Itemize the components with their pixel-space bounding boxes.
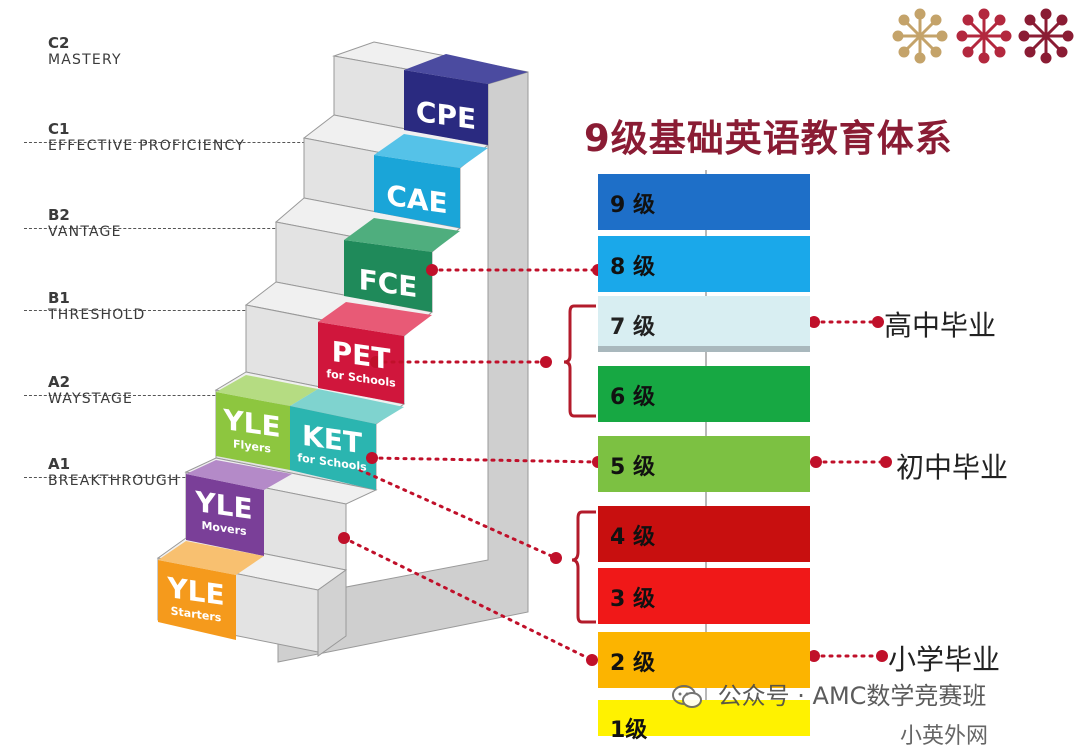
exam-block-cae (374, 155, 460, 228)
bracket-6-7 (563, 304, 596, 418)
connector-starters (342, 536, 594, 662)
cefr-code: B2 (48, 206, 70, 224)
cefr-level-c2: C2 MASTERY (48, 34, 122, 69)
cefr-code: A2 (48, 373, 71, 391)
connector-dot (338, 532, 350, 544)
cefr-code: B1 (48, 289, 70, 307)
exam-block-yle-flyers-top (216, 375, 318, 406)
divider (24, 395, 240, 396)
cefr-level-b1: B1 THRESHOLD (48, 289, 145, 324)
level-label: 2 级 (610, 651, 655, 676)
exam-block-cpe-top (404, 54, 528, 84)
exam-block-cpe (404, 70, 488, 145)
divider (24, 142, 330, 143)
cefr-level-a1: A1 BREAKTHROUGH (48, 455, 180, 490)
milestone-primary: 小学毕业 (888, 643, 1001, 676)
cefr-name: EFFECTIVE PROFICIENCY (48, 138, 246, 154)
connector-flyers (358, 468, 558, 560)
watermark-secondary: 小英外网 (900, 724, 989, 749)
connector-dot (540, 356, 552, 368)
divider (24, 477, 210, 478)
bracket-3-4 (571, 510, 596, 624)
cefr-name: THRESHOLD (48, 307, 146, 323)
snowflake-logo-maroon (1018, 8, 1074, 64)
cefr-name: WAYSTAGE (48, 391, 134, 407)
cefr-level-a2: A2 WAYSTAGE (48, 373, 133, 408)
exam-block-ket-top (290, 389, 404, 424)
exam-block-pet-top (318, 302, 432, 336)
wechat-icon (672, 685, 702, 708)
cefr-code: C2 (48, 34, 70, 52)
exam-label-yle-flyers: YLE Flyers (218, 403, 286, 458)
connector-dot (426, 264, 438, 276)
divider (24, 228, 300, 229)
level-label: 5 级 (610, 455, 655, 480)
level-banner-9: 9 级 (598, 174, 810, 230)
milestone-high-school: 高中毕业 (884, 309, 997, 342)
cefr-name: MASTERY (48, 52, 122, 68)
connector-dot (366, 452, 378, 464)
connector-dot (876, 650, 888, 662)
connector-dot (808, 650, 820, 662)
connector-dot (550, 552, 562, 564)
level-label: 1级 (610, 718, 648, 743)
connector-dot (872, 316, 884, 328)
watermark-text: 公众号 · AMC数学竞赛班 (717, 682, 987, 710)
exam-block-cae-top (374, 134, 488, 168)
exam-block-pet (318, 322, 404, 404)
level-label: 4 级 (610, 525, 655, 550)
stair-riser (317, 569, 347, 657)
connector-dot (586, 654, 598, 666)
level-banner-7: 7 级 (598, 296, 810, 352)
milestone-junior-high: 初中毕业 (896, 451, 1009, 484)
snowflake-logo-red (956, 8, 1012, 64)
connector-dot (880, 456, 892, 468)
exam-block-ket (290, 406, 376, 490)
divider (24, 310, 270, 311)
exam-block-fce-top (344, 218, 460, 252)
level-banner-6: 6 级 (598, 366, 810, 422)
level-banner-8: 8 级 (598, 236, 810, 292)
exam-block-yle-movers (186, 474, 264, 556)
level-label: 8 级 (610, 255, 655, 280)
exam-block-yle-starters (158, 560, 236, 640)
exam-block-yle-starters-top (158, 541, 264, 575)
snowflake-logo-gold (892, 8, 948, 64)
cefr-code: C1 (48, 120, 70, 138)
exam-block-yle-movers-top (186, 460, 292, 490)
connector-dot (370, 356, 382, 368)
watermark: 公众号 · AMC数学竞赛班 (672, 676, 986, 711)
connector-dot (808, 316, 820, 328)
level-banner-5: 5 级 (598, 436, 810, 492)
level-banner-2: 2 级 (598, 632, 810, 688)
level-banner-4: 4 级 (598, 506, 810, 562)
connector-ket (370, 456, 600, 464)
level-banner-3: 3 级 (598, 568, 810, 624)
level-label: 9 级 (610, 193, 655, 218)
cefr-code: A1 (48, 455, 71, 473)
exam-block-yle-flyers (216, 392, 290, 470)
cefr-name: BREAKTHROUGH (48, 473, 180, 489)
cefr-name: VANTAGE (48, 224, 122, 240)
connector-dot (810, 456, 822, 468)
cefr-level-b2: B2 VANTAGE (48, 206, 122, 241)
level-label: 7 级 (610, 315, 655, 340)
level-label: 3 级 (610, 587, 655, 612)
exam-block-fce (344, 240, 432, 312)
level-label: 6 级 (610, 385, 655, 410)
page-title: 9级基础英语教育体系 (584, 117, 953, 160)
cefr-level-c1: C1 EFFECTIVE PROFICIENCY (48, 120, 245, 155)
